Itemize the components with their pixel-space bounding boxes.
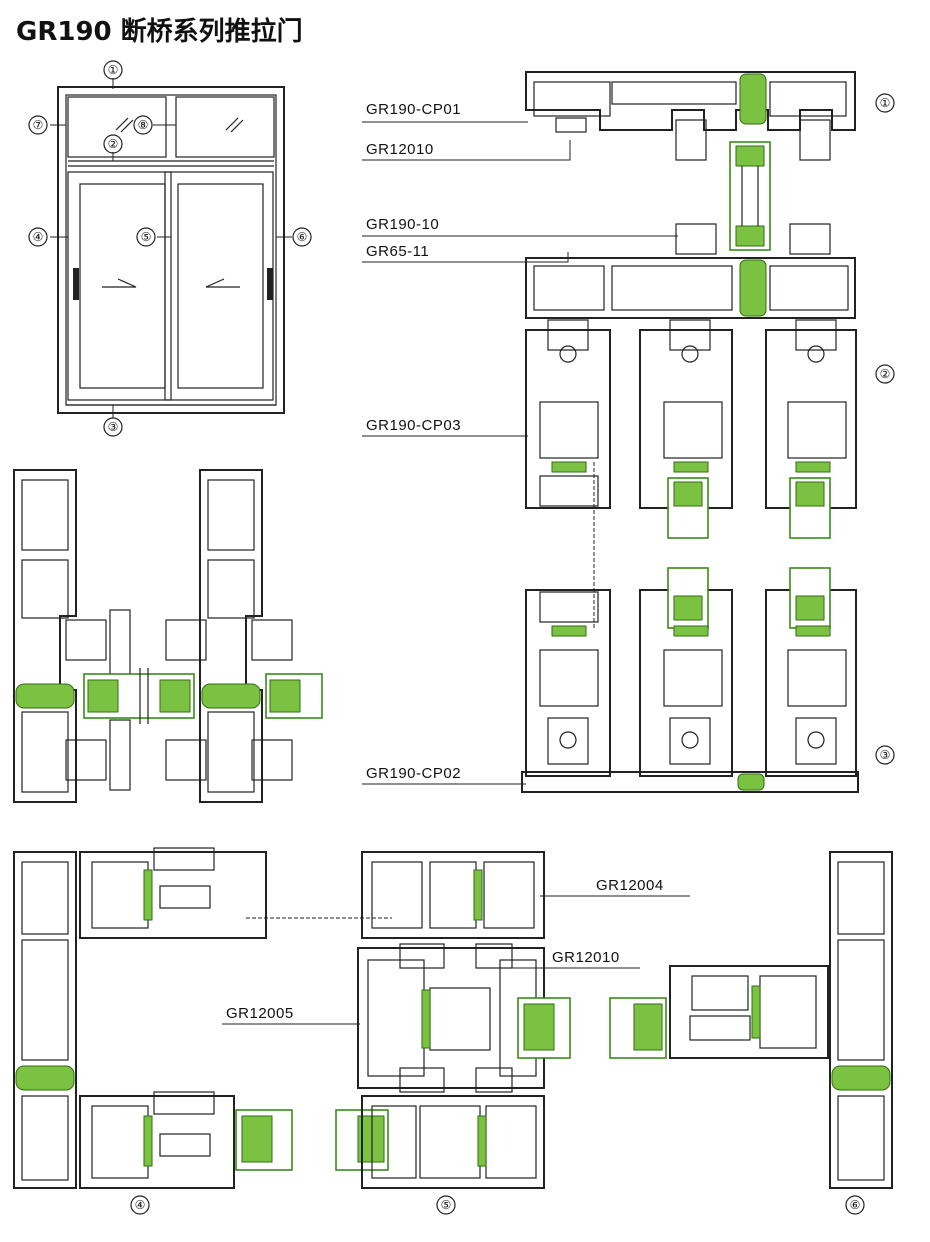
callout-3-section: ③	[875, 745, 895, 765]
callout-5-elev: ⑤	[136, 227, 156, 247]
sash-lower-mid	[639, 567, 733, 777]
callout-6-elev: ⑥	[292, 227, 312, 247]
svg-text:⑤: ⑤	[141, 230, 152, 244]
page-title: GR190 断桥系列推拉门	[16, 16, 303, 47]
callout-2-section: ②	[875, 364, 895, 384]
sliding-arrow-icon	[102, 278, 240, 288]
svg-text:⑧: ⑧	[138, 118, 149, 132]
callout-1-section: ①	[875, 93, 895, 113]
section-6	[609, 851, 893, 1189]
label-gr12004: GR12004	[596, 877, 664, 894]
door-elevation	[50, 78, 292, 418]
label-gr190-cp03: GR190-CP03	[366, 417, 461, 434]
svg-text:①: ①	[880, 96, 891, 110]
callout-2-elev: ②	[103, 134, 123, 154]
svg-text:④: ④	[33, 230, 44, 244]
svg-text:⑤: ⑤	[441, 1198, 452, 1212]
jamb-left-a	[13, 469, 77, 803]
glass-unit-left-1	[83, 668, 195, 724]
sash-upper-left	[525, 319, 611, 509]
label-gr12010-mid: GR12010	[552, 949, 620, 966]
callout-4-section: ④	[130, 1195, 150, 1215]
section-4	[13, 847, 293, 1189]
svg-text:②: ②	[108, 137, 119, 151]
profile-labels-right: GR190-CP01 GR12010 GR190-10 GR65-11 GR19…	[362, 101, 678, 785]
svg-text:⑥: ⑥	[850, 1198, 861, 1212]
sash-lower-left	[525, 589, 611, 777]
sash-upper-mid	[639, 319, 733, 539]
svg-text:⑦: ⑦	[33, 118, 44, 132]
callout-7-elev: ⑦	[28, 115, 48, 135]
svg-text:①: ①	[108, 63, 119, 77]
label-gr190-cp01: GR190-CP01	[366, 101, 461, 118]
head-section	[525, 71, 856, 319]
callout-1-elev: ①	[103, 60, 123, 80]
door-handle-icon	[73, 268, 273, 300]
callout-4-elev: ④	[28, 227, 48, 247]
svg-text:③: ③	[880, 748, 891, 762]
label-gr190-cp02: GR190-CP02	[366, 765, 461, 782]
section-5	[335, 851, 571, 1189]
svg-text:③: ③	[108, 420, 119, 434]
jamb-left-c	[165, 469, 293, 803]
label-gr12010-top: GR12010	[366, 141, 434, 158]
svg-text:②: ②	[880, 367, 891, 381]
label-gr190-10: GR190-10	[366, 216, 439, 233]
callout-8-elev: ⑧	[133, 115, 153, 135]
profile-labels-bottom: GR12004 GR12010 GR12005	[222, 877, 690, 1025]
sash-upper-right	[765, 319, 857, 539]
sash-sections	[521, 319, 859, 793]
glass-reflection-icon	[115, 117, 244, 133]
callout-6-section: ⑥	[845, 1195, 865, 1215]
callout-markers: ① ⑦ ⑧ ② ④ ⑤ ⑥ ③ ① ② ③ ④ ⑤ ⑥	[28, 60, 895, 1215]
jamb-section-left	[13, 469, 323, 803]
callout-3-elev: ③	[103, 417, 123, 437]
svg-text:④: ④	[135, 1198, 146, 1212]
label-gr12005: GR12005	[226, 1005, 294, 1022]
glass-unit-left-2	[265, 673, 323, 719]
callout-5-section: ⑤	[436, 1195, 456, 1215]
sash-lower-right	[765, 567, 857, 777]
label-gr65-11: GR65-11	[366, 243, 429, 260]
svg-text:⑥: ⑥	[297, 230, 308, 244]
